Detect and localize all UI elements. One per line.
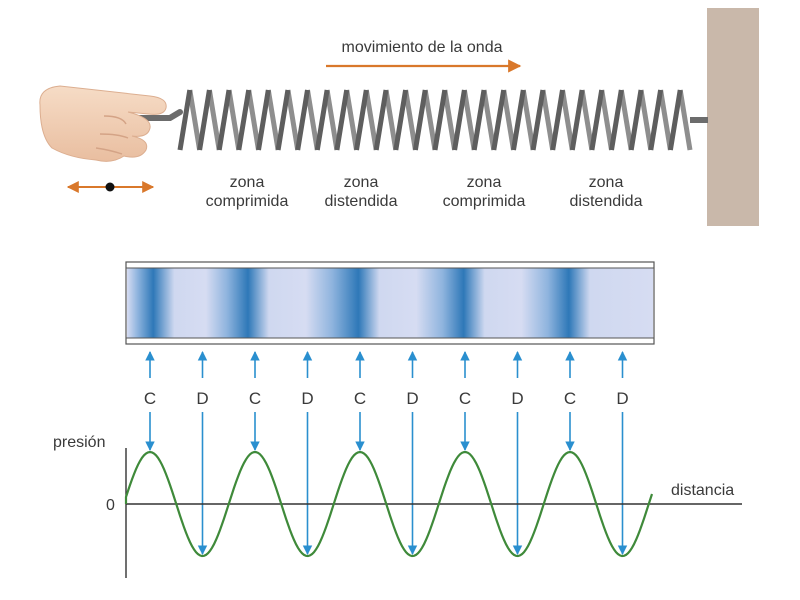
pressure-graph: presión distancia 0 <box>53 434 742 578</box>
compression-tube <box>125 261 655 345</box>
tube-density-bands <box>127 268 653 338</box>
spring-coil <box>177 89 683 151</box>
marker-8: D <box>511 351 524 555</box>
x-axis-label: distancia <box>671 482 734 499</box>
marker-7: C <box>459 351 471 451</box>
zone-label-4: zona distendida <box>570 174 643 210</box>
marker-6-label: D <box>406 389 418 408</box>
marker-2-label: D <box>196 389 208 408</box>
marker-1: C <box>144 351 156 451</box>
zone-label-2-line2: distendida <box>325 193 398 210</box>
wall <box>707 8 759 226</box>
zone-label-2: zona distendida <box>325 174 398 210</box>
y-axis-label: presión <box>53 434 105 451</box>
zone-label-1-line2: comprimida <box>206 193 289 210</box>
marker-5: C <box>354 351 366 451</box>
marker-6: D <box>406 351 419 555</box>
zone-label-4-line2: distendida <box>570 193 643 210</box>
spring-coil-back <box>187 89 693 151</box>
pressure-wave <box>124 450 654 558</box>
marker-7-label: C <box>459 389 471 408</box>
spring-section: movimiento de la onda zona comprimida zo… <box>39 8 759 226</box>
marker-3-label: C <box>249 389 261 408</box>
zone-label-3-line2: comprimida <box>443 193 526 210</box>
hand-illustration <box>39 85 167 162</box>
zone-label-4-line1: zona <box>589 174 624 191</box>
marker-1-label: C <box>144 389 156 408</box>
marker-2: D <box>196 351 209 555</box>
marker-10-label: D <box>616 389 628 408</box>
marker-4-label: D <box>301 389 313 408</box>
marker-10: D <box>616 351 629 555</box>
zone-label-2-line1: zona <box>344 174 379 191</box>
marker-9: C <box>564 351 576 451</box>
oscillation-point <box>105 182 115 192</box>
marker-9-label: C <box>564 389 576 408</box>
zero-label: 0 <box>106 497 115 514</box>
marker-8-label: D <box>511 389 523 408</box>
wave-motion-label: movimiento de la onda <box>342 39 503 56</box>
zone-label-1: zona comprimida <box>206 174 289 210</box>
zone-label-3-line1: zona <box>467 174 502 191</box>
marker-4: D <box>301 351 314 555</box>
zone-label-1-line1: zona <box>230 174 265 191</box>
marker-5-label: C <box>354 389 366 408</box>
zone-label-3: zona comprimida <box>443 174 526 210</box>
marker-3: C <box>249 351 261 451</box>
